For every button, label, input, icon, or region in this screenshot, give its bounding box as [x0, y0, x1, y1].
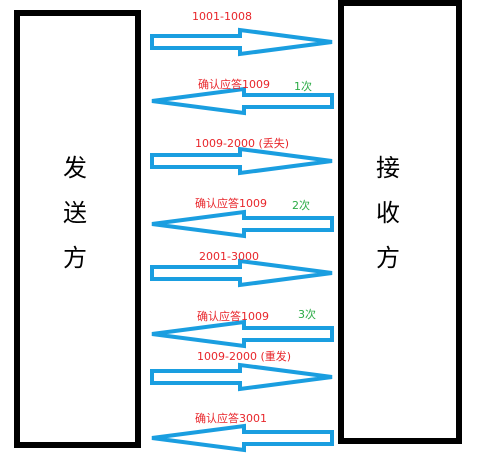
message-arrow-1 — [150, 27, 333, 57]
message-label-4: 确认应答1009 — [195, 197, 267, 210]
message-label-1: 1001-1008 — [192, 10, 252, 23]
message-note-6: 3次 — [298, 308, 316, 321]
message-arrow-5 — [150, 258, 333, 288]
message-note-2: 1次 — [294, 80, 312, 93]
receiver-box — [338, 0, 462, 444]
message-arrow-3 — [150, 146, 333, 176]
message-label-7: 1009-2000 (重发) — [197, 350, 292, 363]
message-arrow-8 — [151, 423, 334, 453]
receiver-label-char-3: 方 — [376, 244, 400, 272]
receiver-label-char-1: 接 — [376, 154, 400, 182]
sender-box — [14, 10, 141, 448]
message-label-8: 确认应答3001 — [195, 412, 267, 425]
message-label-3: 1009-2000 (丢失) — [195, 137, 290, 150]
message-arrow-6 — [151, 319, 334, 349]
message-label-6: 确认应答1009 — [197, 310, 269, 323]
message-label-5: 2001-3000 — [199, 250, 259, 263]
message-arrow-7 — [150, 362, 333, 392]
receiver-label-char-2: 收 — [376, 199, 400, 227]
sender-label-char-3: 方 — [63, 244, 87, 272]
message-arrow-4 — [151, 209, 334, 239]
message-label-2: 确认应答1009 — [198, 78, 270, 91]
message-arrow-2 — [151, 86, 334, 116]
sender-label-char-1: 发 — [63, 154, 87, 182]
sender-label-char-2: 送 — [63, 199, 87, 227]
message-note-4: 2次 — [292, 199, 310, 212]
